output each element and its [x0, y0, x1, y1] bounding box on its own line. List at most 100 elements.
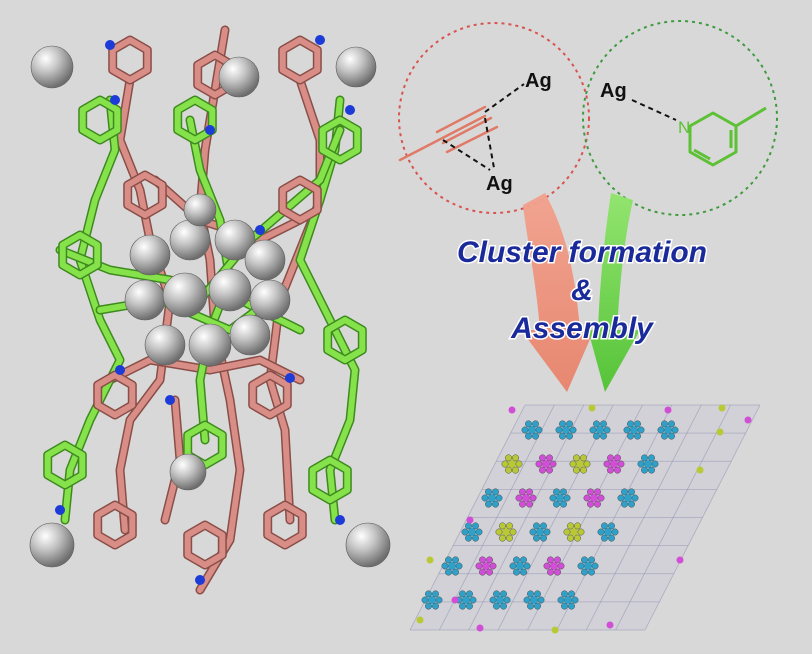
- cluster-atom: [569, 426, 577, 434]
- nitrogen-atom: [285, 373, 295, 383]
- cluster-atom: [472, 534, 479, 542]
- counterion-dot: [696, 466, 704, 474]
- aromatic-ring: [124, 172, 166, 218]
- cluster-atom: [549, 494, 557, 502]
- cluster-atom: [486, 556, 493, 564]
- cluster-atom: [580, 454, 587, 462]
- cluster-atom: [540, 522, 547, 530]
- cluster-atom: [523, 596, 531, 604]
- cluster-atom: [567, 522, 574, 530]
- cluster-atom: [505, 454, 512, 462]
- counterion-dot: [744, 416, 752, 424]
- aromatic-rings: [43, 35, 367, 585]
- counterion-dot: [451, 596, 459, 604]
- cluster-atom: [465, 522, 472, 530]
- cluster-atom: [435, 596, 443, 604]
- cluster-atom: [543, 528, 551, 536]
- aromatic-ring: [309, 457, 351, 503]
- cluster-atom: [601, 522, 608, 530]
- cluster-atom: [554, 556, 561, 564]
- cluster-atom: [452, 568, 459, 576]
- counterion-dot: [476, 624, 484, 632]
- silver-atom: [169, 219, 211, 261]
- coordination-scheme: Ag Ag Ag N: [398, 20, 778, 216]
- cluster-atom: [593, 420, 600, 428]
- counterion-dot: [466, 516, 474, 524]
- cluster-core: [448, 562, 456, 570]
- cluster-atom: [546, 454, 553, 462]
- cluster-atom: [634, 420, 641, 428]
- cluster-atom: [611, 528, 619, 536]
- cluster-atom: [627, 432, 634, 440]
- cluster-atom: [509, 528, 517, 536]
- ag-label-top: Ag: [525, 70, 552, 92]
- cluster-atom: [493, 602, 500, 610]
- cluster-atom: [603, 460, 611, 468]
- cluster-atom: [499, 522, 506, 530]
- cluster-atom: [617, 460, 625, 468]
- cluster-atom: [587, 488, 594, 496]
- cluster-atom: [580, 466, 587, 474]
- aromatic-ring: [184, 422, 226, 468]
- cluster-atom: [506, 534, 513, 542]
- cluster-atom: [597, 494, 605, 502]
- cluster-atom: [469, 596, 477, 604]
- pyridine-coordination-circle: [582, 20, 778, 216]
- silver-atom: [345, 522, 391, 568]
- cluster-atom: [441, 562, 449, 570]
- ligand-sticks: [55, 25, 360, 595]
- cluster-atom: [568, 602, 575, 610]
- cluster-core: [428, 596, 436, 604]
- cluster-atom: [499, 534, 506, 542]
- cluster-atom: [519, 488, 526, 496]
- cluster-core: [576, 460, 584, 468]
- cluster-core: [644, 460, 652, 468]
- cluster-atom: [573, 454, 580, 462]
- cluster-atom: [623, 426, 631, 434]
- cluster-core: [562, 426, 570, 434]
- cluster-atom: [577, 528, 585, 536]
- cluster-atom: [535, 426, 543, 434]
- counterion-dot: [716, 428, 724, 436]
- aromatic-ring: [264, 502, 306, 548]
- cluster-atom: [588, 556, 595, 564]
- cluster-atom: [537, 596, 545, 604]
- counterion-dot: [426, 556, 434, 564]
- cluster-atom: [445, 568, 452, 576]
- cluster-core: [610, 460, 618, 468]
- cluster-atom: [505, 466, 512, 474]
- cluster-atom: [621, 488, 628, 496]
- lattice-line: [585, 404, 702, 631]
- cluster-atom: [445, 556, 452, 564]
- pyridine-arrow: [588, 193, 640, 392]
- cluster-atom: [527, 602, 534, 610]
- cluster-atom: [583, 494, 591, 502]
- cluster-atom: [608, 522, 615, 530]
- nitrogen-atom: [205, 125, 215, 135]
- cluster-atom: [523, 562, 531, 570]
- cluster-atom: [513, 568, 520, 576]
- cluster-atom: [466, 590, 473, 598]
- cluster-atom: [485, 500, 492, 508]
- cluster-atom: [555, 426, 563, 434]
- cluster-atom: [559, 420, 566, 428]
- cluster-atom: [539, 454, 546, 462]
- cluster-core: [604, 528, 612, 536]
- silver-atom: [335, 46, 377, 88]
- cluster-atom: [512, 454, 519, 462]
- aromatic-ring: [79, 97, 121, 143]
- cluster-atom: [593, 432, 600, 440]
- process-caption: Cluster formation & Assembly: [455, 235, 708, 347]
- cluster-atom: [561, 602, 568, 610]
- cluster-atom: [588, 568, 595, 576]
- silver-atom: [218, 56, 260, 98]
- cluster-atom: [509, 562, 517, 570]
- cluster-atom: [527, 590, 534, 598]
- caption-line-1: Cluster formation: [457, 236, 707, 269]
- aromatic-ring: [184, 522, 226, 568]
- cluster-atom: [515, 460, 523, 468]
- silver-atom: [188, 323, 232, 367]
- nitrogen-atom: [335, 515, 345, 525]
- cluster-atom: [591, 562, 599, 570]
- cluster-atom: [547, 568, 554, 576]
